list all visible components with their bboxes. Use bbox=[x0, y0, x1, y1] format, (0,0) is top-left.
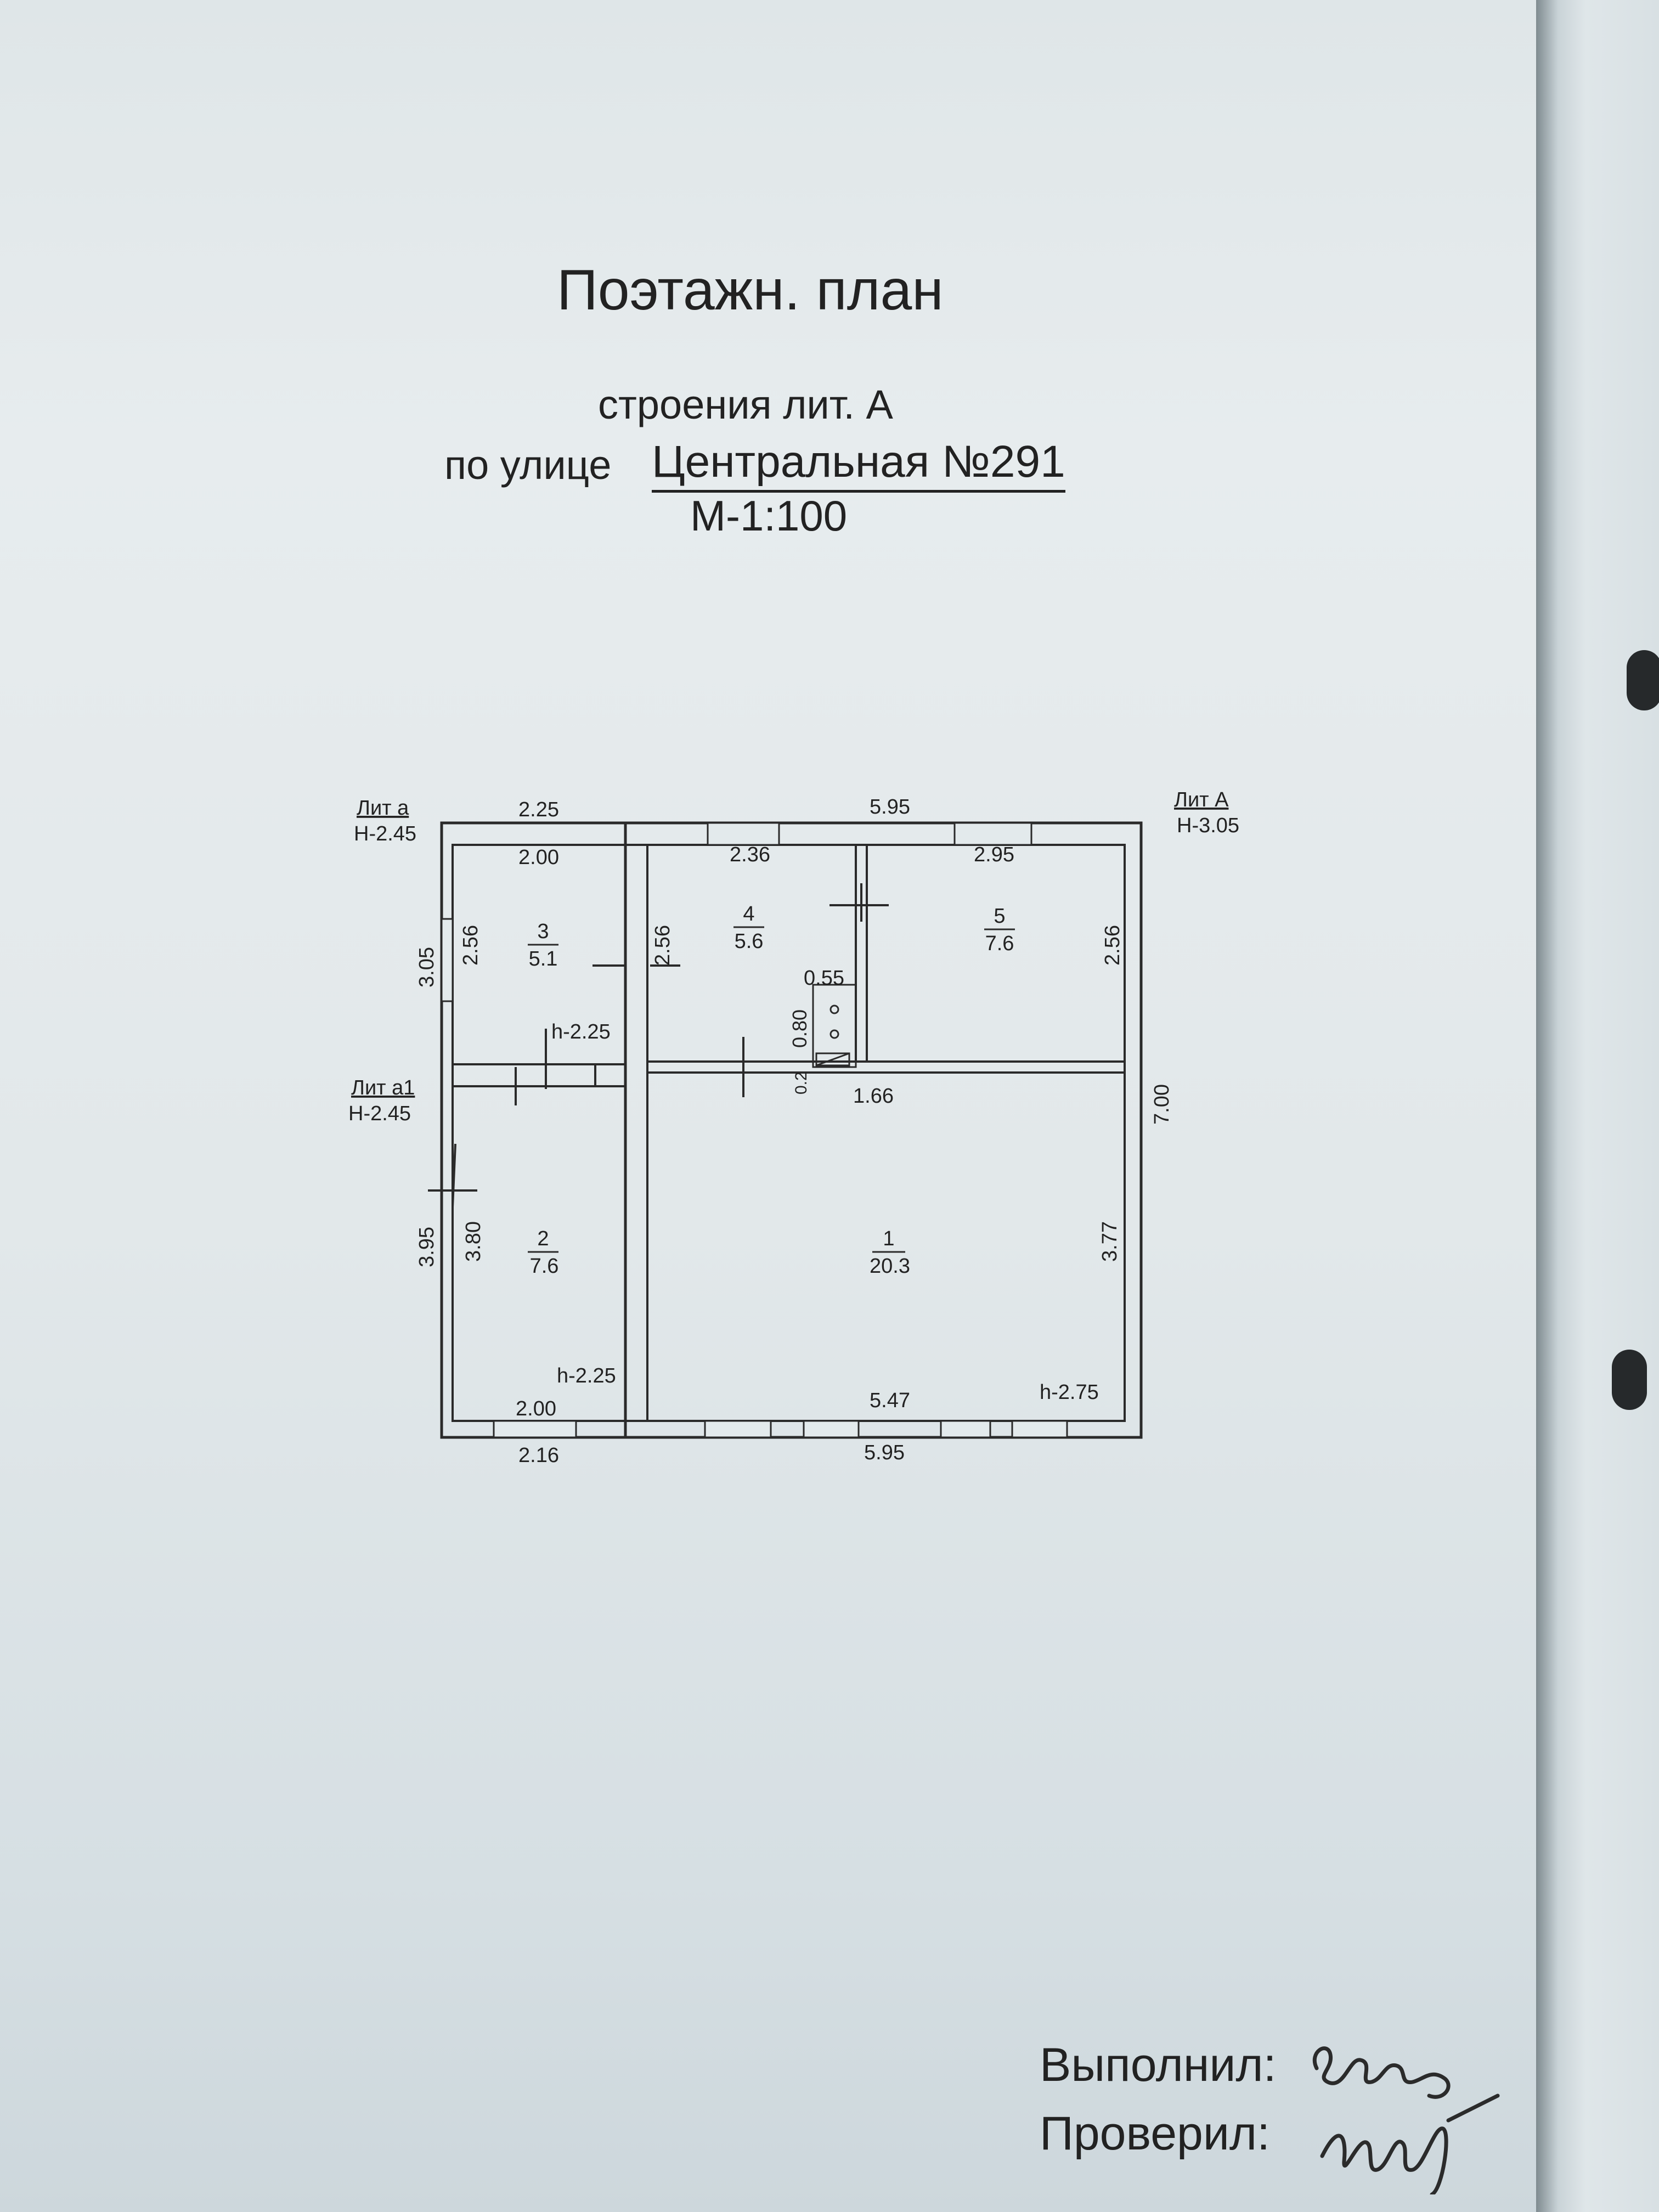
dim-room1-width: 5.47 bbox=[870, 1389, 910, 1412]
street-name: Центральная №291 bbox=[652, 436, 1065, 493]
dim-room2-height: 3.80 bbox=[462, 1221, 485, 1262]
room-1-number: 1 bbox=[883, 1227, 894, 1250]
dim-room5-height: 2.56 bbox=[1101, 925, 1124, 966]
dim-bottom-left-outer: 2.16 bbox=[518, 1444, 559, 1467]
performed-signature bbox=[1312, 2046, 1451, 2099]
lit-A-label: Лит А bbox=[1174, 788, 1229, 811]
room-2-area: 7.6 bbox=[530, 1255, 559, 1278]
binder-edge bbox=[1536, 0, 1659, 2212]
dim-stove-small: 0.2 bbox=[792, 1071, 810, 1094]
dim-h-room3: h-2.25 bbox=[551, 1020, 611, 1043]
room-3-number: 3 bbox=[537, 920, 549, 943]
dim-top-right-outer: 5.95 bbox=[870, 795, 910, 819]
room-3-area: 5.1 bbox=[529, 947, 558, 970]
dim-right-outer: 7.00 bbox=[1150, 1084, 1173, 1125]
dim-room1-height: 3.77 bbox=[1098, 1221, 1121, 1262]
plan-walls bbox=[440, 821, 1143, 1439]
signatures-handwritten bbox=[1312, 2046, 1500, 2194]
dim-room4-width: 2.36 bbox=[730, 843, 770, 866]
checked-signature bbox=[1320, 2094, 1500, 2194]
lit-a1-height: Н-2.45 bbox=[348, 1102, 411, 1125]
checked-by-label: Проверил: bbox=[1040, 2107, 1270, 2160]
dim-room3-height: 2.56 bbox=[459, 925, 482, 966]
dim-room4-height: 2.56 bbox=[651, 925, 674, 966]
lit-a-label: Лит а bbox=[357, 797, 409, 820]
plan-doors bbox=[428, 883, 889, 1207]
performed-by-label: Выполнил: bbox=[1040, 2039, 1277, 2091]
room-5-area: 7.6 bbox=[985, 932, 1014, 955]
dim-corridor-width: 1.66 bbox=[853, 1085, 894, 1108]
lit-a-height: Н-2.45 bbox=[354, 822, 416, 845]
room-1-area: 20.3 bbox=[870, 1255, 910, 1278]
dim-top-left-outer: 2.25 bbox=[518, 798, 559, 821]
binder-hole-lower bbox=[1612, 1350, 1647, 1410]
room-2-number: 2 bbox=[537, 1227, 549, 1250]
dim-h-room2: h-2.25 bbox=[557, 1364, 616, 1387]
scale-label: М-1:100 bbox=[690, 492, 848, 540]
lit-A-height: Н-3.05 bbox=[1177, 814, 1239, 837]
building-subtitle: строения лит. А bbox=[598, 382, 893, 427]
dim-stove-depth: 0.80 bbox=[788, 1009, 811, 1048]
street-prefix: по улице bbox=[444, 442, 612, 488]
room-5-number: 5 bbox=[994, 905, 1005, 928]
dim-bottom-right-outer: 5.95 bbox=[864, 1441, 905, 1464]
lit-a1-label: Лит а1 bbox=[351, 1076, 415, 1099]
dim-left-lower-outer: 3.95 bbox=[415, 1227, 438, 1267]
dim-room2-width: 2.00 bbox=[516, 1397, 556, 1420]
plan-windows bbox=[441, 822, 1068, 1438]
dim-left-upper-outer: 3.05 bbox=[415, 947, 438, 988]
plan-labels: Лит а Н-2.45 Лит а1 Н-2.45 Лит А Н-3.05 … bbox=[348, 788, 1239, 1467]
stove bbox=[812, 984, 857, 1068]
dim-room5-width: 2.95 bbox=[974, 843, 1014, 866]
document-title: Поэтажн. план bbox=[557, 258, 944, 322]
binder-hole-upper bbox=[1627, 650, 1659, 710]
dim-stove-width: 0.55 bbox=[804, 967, 844, 990]
dim-room3-width: 2.00 bbox=[518, 846, 559, 869]
room-4-area: 5.6 bbox=[735, 930, 764, 953]
room-4-number: 4 bbox=[743, 902, 754, 926]
dim-h-room1: h-2.75 bbox=[1040, 1381, 1099, 1404]
floor-plan: Лит а Н-2.45 Лит а1 Н-2.45 Лит А Н-3.05 … bbox=[348, 788, 1239, 1467]
